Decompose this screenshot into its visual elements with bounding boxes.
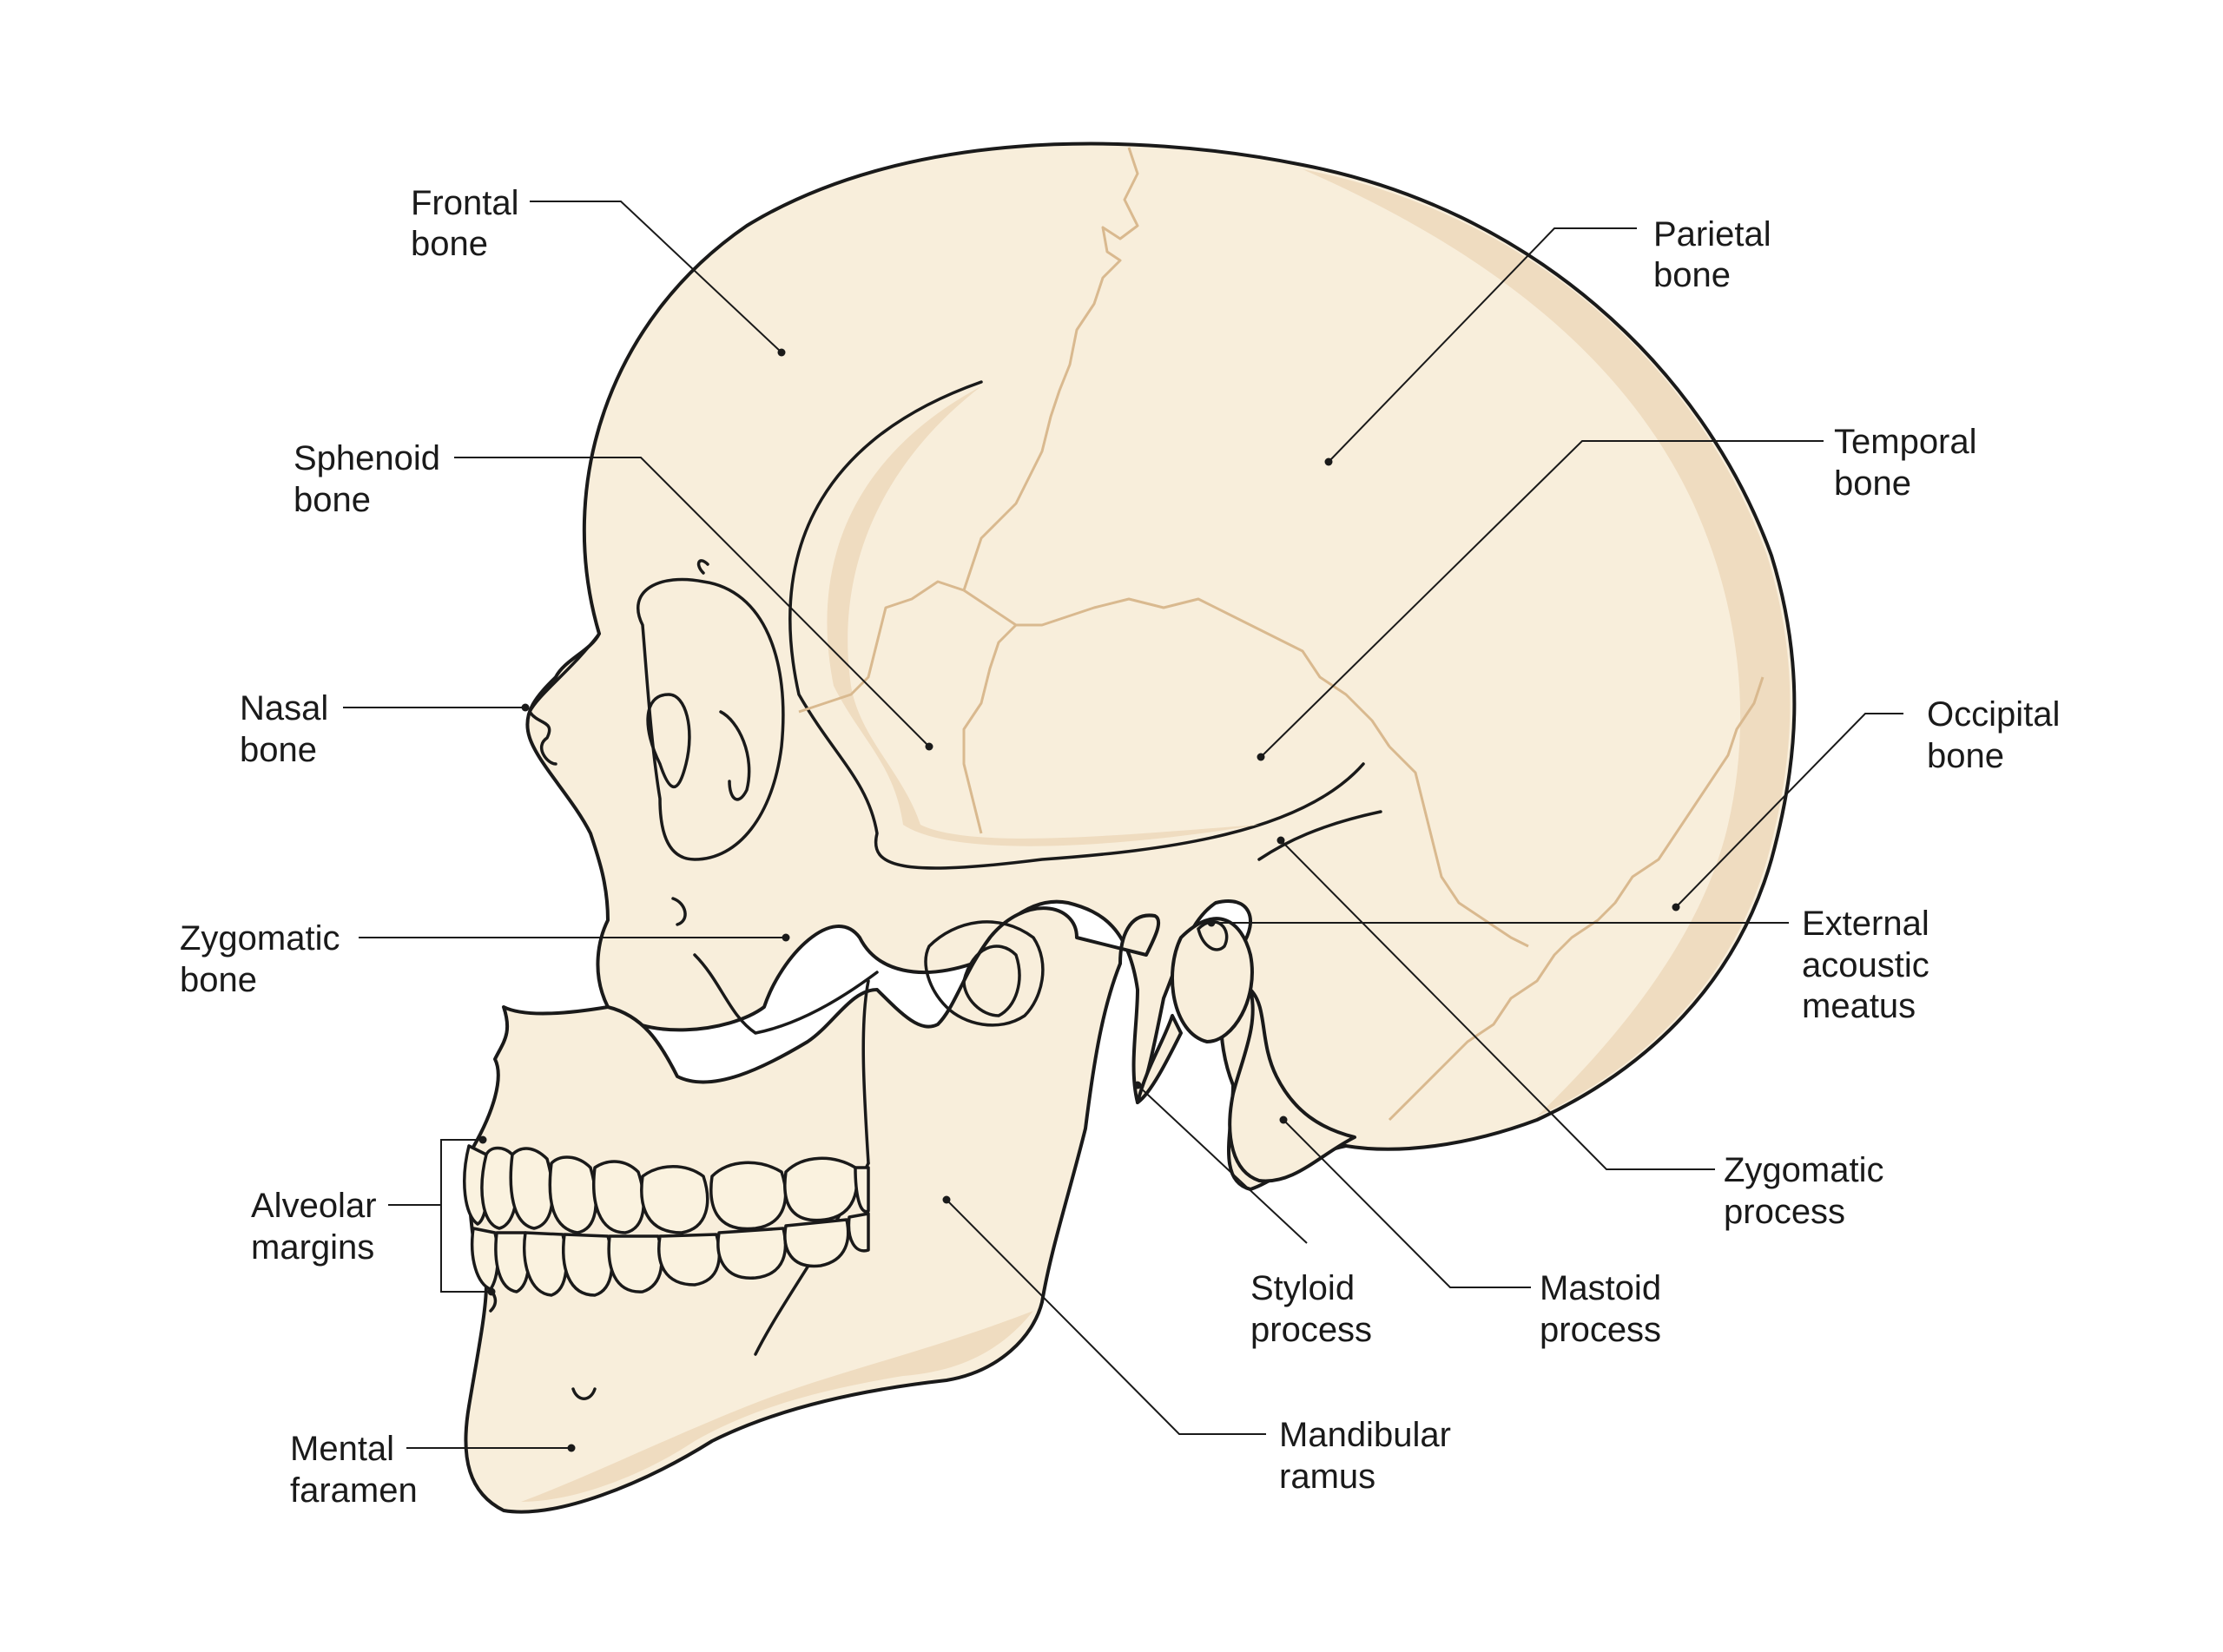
supraorbital-notch [696, 559, 709, 575]
leader-dot-zygomatic-bone [782, 933, 790, 942]
label-mandibular-ramus: Mandibular ramus [1279, 1416, 1461, 1496]
mental-foramen [571, 1387, 597, 1400]
temporal-line [788, 380, 1365, 870]
orbit-inner-1 [646, 693, 691, 788]
leader-occipital [1675, 713, 1903, 908]
zygomatic-arch-line [1257, 810, 1382, 861]
alveolar-bracket [440, 1139, 491, 1293]
label-alveolar-margins: Alveolar margins [251, 1187, 386, 1267]
label-temporal-bone: Temporal bone [1834, 423, 1987, 503]
orbit-inner-2 [719, 710, 751, 801]
tooth-upper [480, 1146, 518, 1230]
leader-mandibular-ramus [946, 1199, 1266, 1435]
orbit [637, 577, 785, 861]
zygomatic-lower [693, 953, 879, 1035]
mandible-shade [521, 1311, 1033, 1502]
tooth-lower [716, 1227, 788, 1280]
tooth-upper [709, 1161, 788, 1231]
leader-dot-styloid [1133, 1081, 1142, 1089]
leader-temporal [1260, 440, 1824, 758]
label-parietal-bone: Parietal bone [1653, 215, 1781, 294]
leader-dot-mental [567, 1444, 576, 1452]
tooth-upper [783, 1156, 859, 1222]
lambdoid-suture [1388, 676, 1765, 1122]
leader-dot-external-acoustic [1207, 918, 1216, 927]
coronal-suture [962, 147, 1139, 591]
occipitomastoid-suture [1388, 745, 1529, 948]
ramus-line [861, 979, 870, 1165]
label-frontal-bone: Frontal bone [411, 184, 529, 263]
label-mastoid-process: Mastoid process [1540, 1269, 1671, 1349]
labels: Frontal bone Sphenoid bone Nasal bone Zy… [180, 184, 2070, 1510]
label-zygomatic-bone: Zygomatic bone [180, 919, 350, 999]
label-zygomatic-process: Zygomatic process [1724, 1151, 1894, 1231]
leader-dot-frontal [777, 348, 786, 357]
label-nasal-bone: Nasal bone [240, 689, 338, 769]
leader-dot-alveolar-bottom [487, 1287, 496, 1296]
external-acoustic-meatus [1171, 917, 1254, 1043]
leaders [343, 201, 1903, 1452]
tooth-lower [657, 1233, 722, 1287]
label-occipital-bone: Occipital bone [1927, 695, 2070, 775]
tooth-lower [847, 1212, 870, 1253]
teeth [463, 1144, 870, 1297]
tooth-lower [783, 1218, 850, 1268]
sphenoid-suture [798, 580, 1018, 834]
cranium [525, 142, 1797, 1191]
leader-dot-mandibular-ramus [942, 1195, 951, 1204]
leader-dot-occipital [1672, 903, 1680, 912]
leader-dot-alveolar-top [478, 1135, 487, 1144]
cranium-shade-back [1303, 169, 1791, 1116]
tooth-upper [548, 1155, 597, 1234]
sigmoid-notch-hole [962, 944, 1021, 1017]
tooth-upper [592, 1160, 645, 1234]
leader-parietal [1328, 227, 1637, 463]
tooth-upper [854, 1166, 870, 1214]
leader-dot-zygomatic-process [1276, 836, 1285, 845]
tooth-upper [640, 1165, 709, 1234]
leader-dot-mastoid [1279, 1116, 1288, 1124]
label-styloid-process: Styloid process [1250, 1269, 1372, 1349]
tooth-lower [470, 1227, 500, 1291]
leader-sphenoid [454, 457, 930, 747]
nasal-bone [528, 632, 601, 766]
leader-styloid [1137, 1084, 1308, 1244]
leader-frontal [530, 201, 782, 353]
leader-dot-parietal [1324, 457, 1333, 466]
label-sphenoid-bone: Sphenoid bone [294, 439, 450, 519]
label-external-acoustic-meatus: External acoustic meatus [1802, 905, 1939, 1025]
leader-zygomatic-process [1280, 839, 1715, 1170]
styloid-process [1136, 1014, 1183, 1104]
leader-dot-sphenoid [925, 742, 933, 751]
sigmoid-notch [924, 920, 1045, 1027]
leader-dot-nasal [521, 703, 530, 712]
tooth-upper [509, 1147, 554, 1230]
cranium-outline [525, 142, 1797, 1191]
infraorbital-foramen [671, 897, 687, 926]
leader-mastoid [1283, 1119, 1531, 1288]
label-mental-foramen: Mental faramen [290, 1430, 418, 1510]
leader-dot-temporal [1257, 753, 1265, 761]
mastoid-process [1228, 988, 1356, 1183]
